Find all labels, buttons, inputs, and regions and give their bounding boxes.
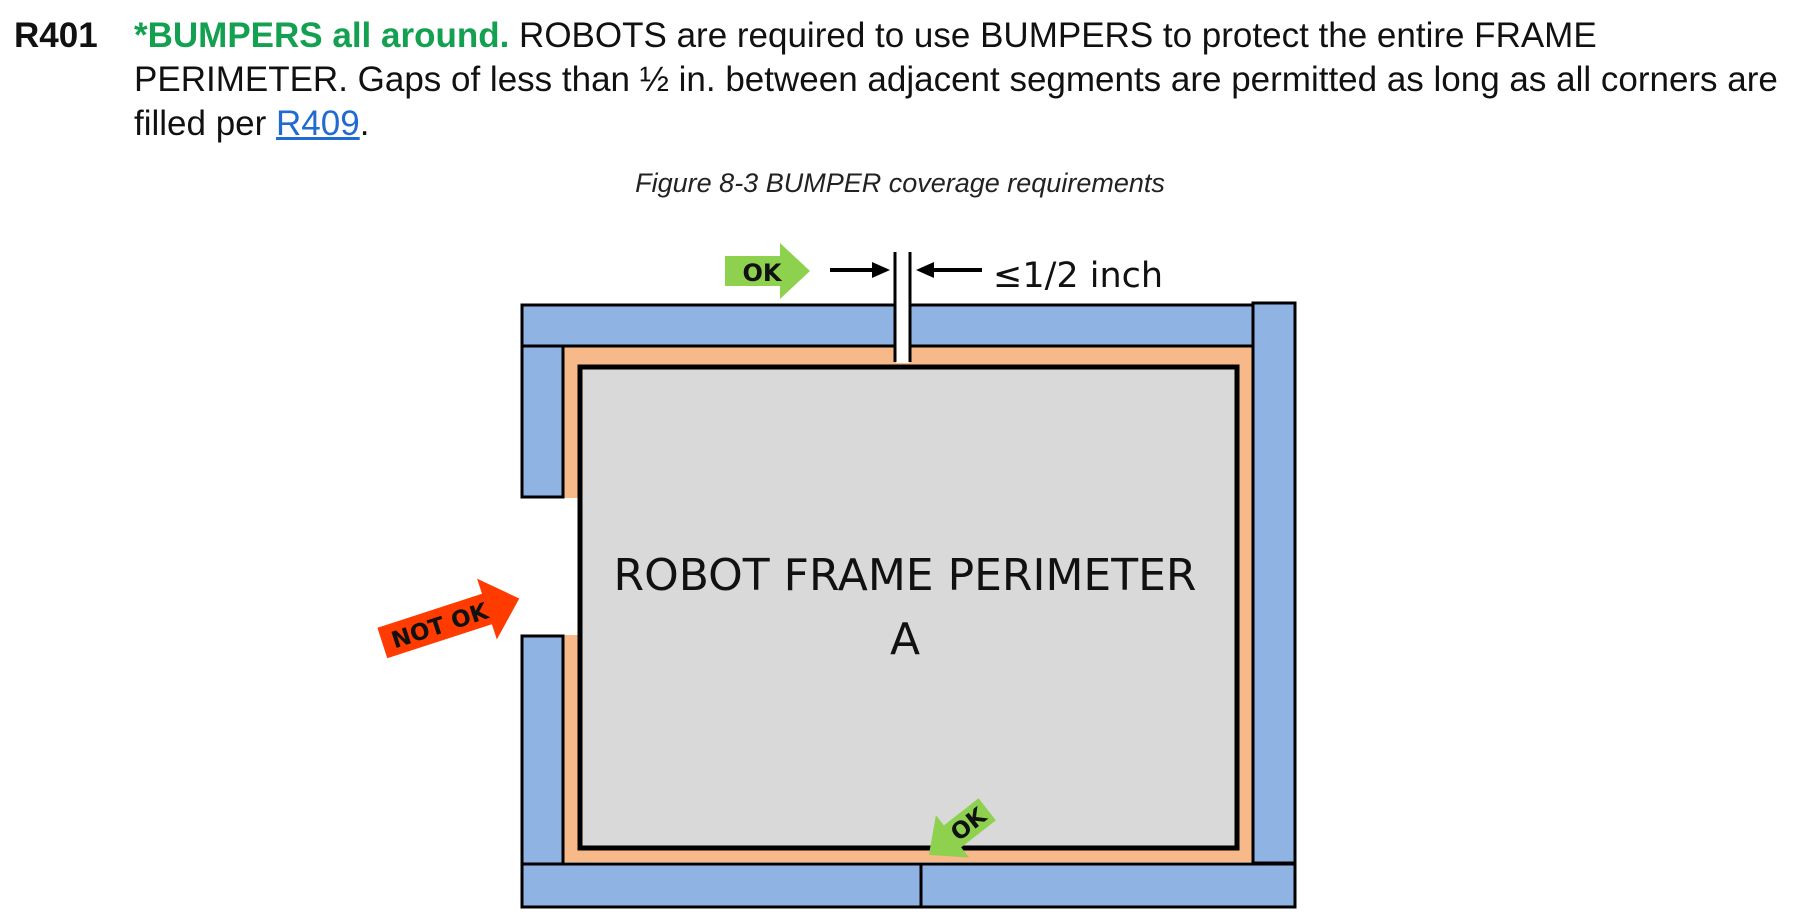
bumper-bottom-left [520, 862, 923, 909]
gap-dimension-label: ≤1/2 inch [993, 256, 1163, 296]
bumper-top-right [908, 303, 1255, 348]
rule-text: *BUMPERS all around. ROBOTS are required… [134, 14, 1794, 146]
bumper-bottom-right [919, 862, 1297, 909]
not-ok-arrow-label: NOT OK [388, 598, 492, 654]
rule-body-part1: ROBOTS are required to use BUMPERS to pr… [134, 16, 1778, 143]
not-ok-arrow-icon [377, 578, 520, 659]
not-ok-arrow: NOT OK [377, 578, 520, 659]
ok-arrow-top-label: OK [743, 259, 783, 287]
ok-arrow-top-icon [725, 243, 810, 299]
bumper-right [1251, 301, 1297, 865]
ok-arrow-bottom-icon [928, 798, 996, 858]
frame-label-line1: ROBOT FRAME PERIMETER [614, 550, 1197, 601]
rule-number: R401 [14, 16, 98, 55]
left-gap-cutout [556, 498, 578, 635]
figure-caption: Figure 8-3 BUMPER coverage requirements [635, 168, 1165, 198]
dimension-arrow-right-icon [916, 262, 934, 278]
bumper-left-upper [520, 344, 565, 499]
frame-label-line2: A [890, 614, 920, 665]
rule-body-part2: . [359, 104, 370, 143]
robot-frame-perimeter [577, 364, 1240, 851]
bumper-top-left [520, 303, 897, 348]
dimension-arrow-left-icon [872, 262, 890, 278]
top-gap-strip [896, 252, 909, 363]
bumper-left-lower [520, 634, 565, 866]
rule-title: *BUMPERS all around. [134, 16, 510, 55]
rule-link-r409[interactable]: R409 [276, 104, 360, 143]
ok-arrow-top: OK [725, 243, 810, 299]
